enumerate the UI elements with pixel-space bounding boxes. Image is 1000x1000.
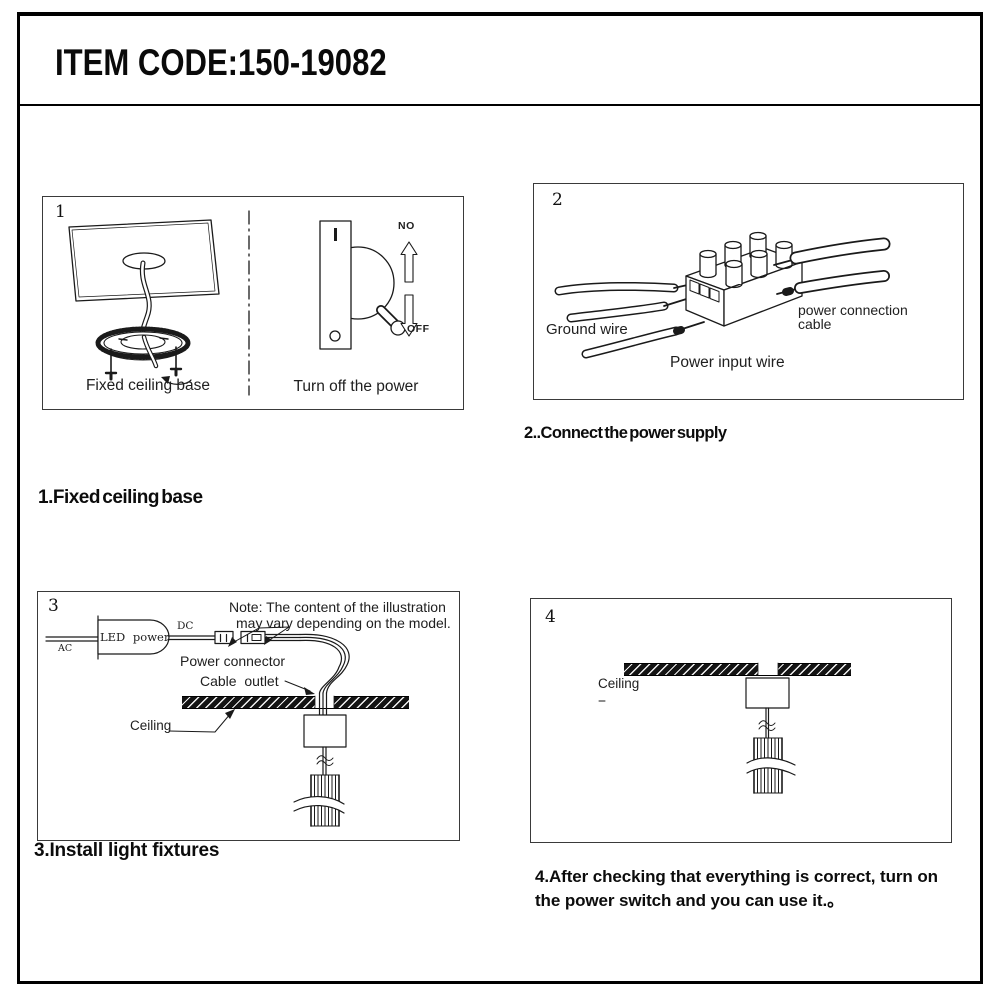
ceiling-label: Ceiling [130, 718, 172, 733]
item-code-title: ITEM CODE:150-19082 [55, 42, 387, 83]
step1-caption: 1.Fixed ceiling base [38, 487, 203, 508]
panel-number: 3 [48, 596, 59, 616]
header-divider [17, 104, 983, 106]
cable-outlet-gap [315, 695, 334, 708]
panel-step2: 2 Ground wire power connection cable Pow… [533, 183, 964, 400]
base-ring-hatched-rim [95, 326, 191, 360]
power-connection-label-line2: cable [798, 316, 832, 332]
ceiling-label: Ceiling [598, 676, 640, 691]
step4-caption-line2: the power switch and you can use it.。 [535, 891, 844, 910]
note-line1: Note: The content of the illustration [229, 599, 446, 615]
panel-step1: 1 NO OFF Fixed ceiling base Turn off the… [42, 196, 464, 410]
panel-number: 4 [545, 607, 556, 627]
step3-caption: 3.Install light fixtures [34, 840, 220, 861]
led-power-label: LED power [100, 630, 170, 644]
ceiling-bar-hatched [182, 696, 409, 709]
canopy-box [745, 677, 790, 709]
panel-step3: 3 LED power AC DC Note: The content of t… [37, 591, 460, 841]
cable-outlet-label: Cable outlet [200, 673, 279, 689]
outlet-gap [758, 662, 778, 675]
ac-label: AC [58, 643, 73, 654]
switch-off-mark [329, 330, 341, 342]
caption-fixed-ceiling-base: Fixed ceiling base [85, 377, 211, 394]
switch-plate [319, 220, 352, 350]
step4-caption-line1: 4.After checking that everything is corr… [535, 867, 938, 886]
power-connection-label-line1: power connection [798, 302, 908, 318]
ceiling-base-and-switch-illustration [68, 210, 418, 396]
power-input-wire-label: Power input wire [670, 354, 785, 371]
power-connector-parts [214, 630, 266, 645]
step2-caption: 2..Connect the power supply [524, 424, 727, 442]
panel-step4: 4 Ceiling [530, 598, 952, 843]
switch-no-label: NO [398, 220, 415, 232]
switch-off-label: OFF [407, 323, 430, 335]
panel-number: 2 [552, 190, 563, 210]
mounting-screws [104, 346, 183, 381]
led-driver-box [97, 619, 170, 655]
dc-label: DC [177, 620, 194, 632]
terminal-block-illustration [554, 231, 891, 359]
power-connector-label: Power connector [180, 653, 286, 669]
canopy-box [303, 714, 347, 748]
arrow-down-icon [400, 294, 418, 337]
note-line2: may vary depending on the model. [236, 615, 451, 631]
input-wires [554, 281, 705, 359]
install-fixture-illustration [45, 615, 350, 827]
switch-on-mark [334, 228, 337, 241]
lamp-shade [293, 774, 345, 827]
ceiling-bar-hatched [624, 663, 851, 676]
finished-fixture-illustration [598, 662, 796, 794]
ground-wire-label: Ground wire [546, 321, 628, 338]
screw-terminals [699, 231, 793, 289]
page-border [17, 12, 983, 984]
power-connection-cables [773, 237, 891, 296]
lamp-shade [746, 737, 796, 794]
caption-turn-off-power: Turn off the power [293, 378, 419, 395]
arrow-up-icon [400, 241, 418, 283]
terminal-block [685, 247, 803, 327]
panel-number: 1 [55, 202, 66, 222]
